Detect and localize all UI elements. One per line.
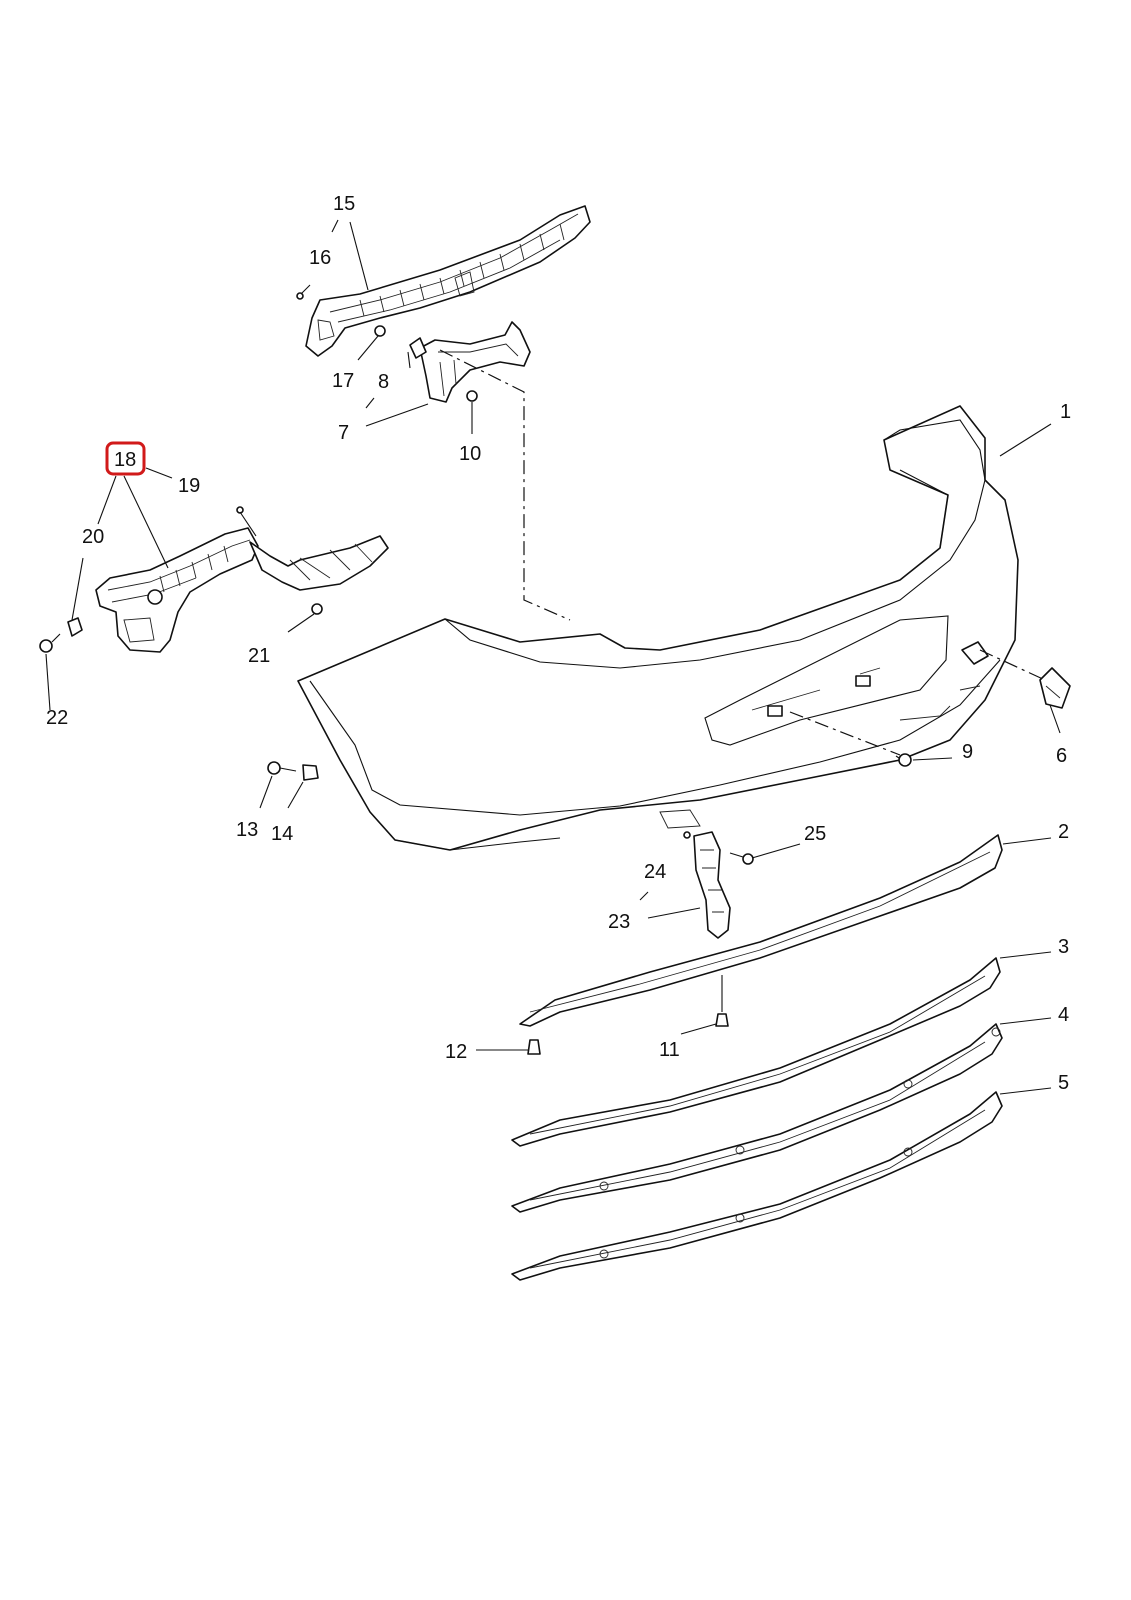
callout-2: 2 (1058, 821, 1069, 843)
bumper-fascia (297, 405, 1019, 851)
callout-7: 7 (338, 422, 349, 444)
callout-18-highlight (105, 441, 146, 476)
callout-13: 13 (236, 819, 258, 841)
callout-19: 19 (178, 475, 200, 497)
callout-22: 22 (46, 707, 68, 729)
callout-1: 1 (1060, 401, 1071, 423)
tow-cover (1039, 667, 1071, 709)
center-bracket (409, 321, 531, 403)
callout-23: 23 (608, 911, 630, 933)
callout-4: 4 (1058, 1004, 1069, 1026)
lower-center-bracket (693, 831, 731, 939)
callout-21: 21 (248, 645, 270, 667)
fasteners (39, 292, 912, 1055)
lower-trim-strips (511, 834, 1003, 1281)
callout-3: 3 (1058, 936, 1069, 958)
callout-12: 12 (445, 1041, 467, 1063)
callout-10: 10 (459, 443, 481, 465)
callout-17: 17 (332, 370, 354, 392)
callout-8: 8 (378, 371, 389, 393)
callout-6: 6 (1056, 745, 1067, 767)
alignment-line-tow (979, 649, 1046, 681)
callout-16: 16 (309, 247, 331, 269)
callout-20: 20 (82, 526, 104, 548)
callout-24: 24 (644, 861, 666, 883)
callouts: 1 2 3 4 5 6 7 8 9 10 11 12 13 14 15 16 1… (46, 193, 1071, 1094)
callout-18: 18 (114, 449, 136, 471)
callout-9: 9 (962, 741, 973, 763)
callout-25: 25 (804, 823, 826, 845)
alignment-line-center (439, 349, 571, 621)
leader-lines (45, 219, 1061, 1095)
callout-5: 5 (1058, 1072, 1069, 1094)
callout-14: 14 (271, 823, 293, 845)
upper-reinforcement-bracket (305, 205, 591, 357)
callout-15: 15 (333, 193, 355, 215)
alignment-line-screw (789, 711, 901, 756)
left-side-bracket (95, 527, 389, 653)
callout-11: 11 (659, 1039, 680, 1061)
